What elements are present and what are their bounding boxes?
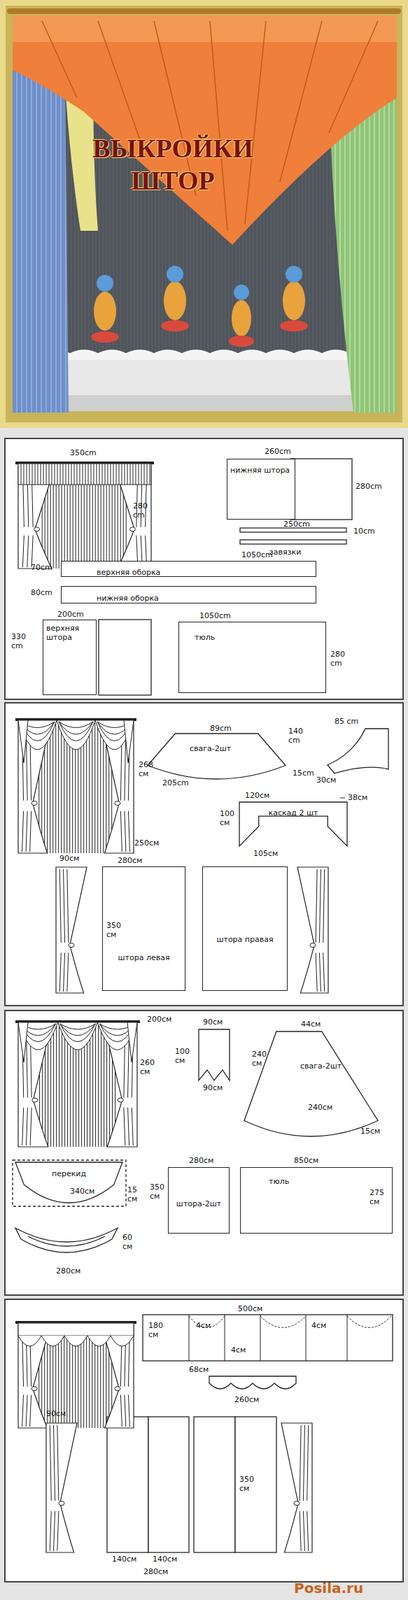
dimension-label: 200см [146,1016,172,1026]
pattern-piece: перекид [15,1163,123,1204]
dimension-label: 120см [244,792,270,802]
curtain-sketch [15,718,137,854]
pattern-piece: нижняя оборка [60,586,317,604]
pattern-piece: нижняя штора [226,459,296,520]
seam-lines [188,798,392,1362]
dimension-label: 180 см [148,1322,168,1341]
piece-name: каскад 2 шт [268,809,319,819]
dimension-label: 1050cm [199,612,231,622]
dimension-label: 280см [55,1268,81,1278]
piece-name: перекид [51,1170,87,1180]
piece-outline [147,734,286,780]
curtain-sketch [15,1021,140,1148]
curtain-sketch [15,1321,137,1430]
piece-name: штора правая [216,936,273,946]
dimension-label: 15см [360,1128,381,1138]
dimension-label: 4см [311,1322,327,1332]
dimension-label: 268 см [138,761,159,779]
pattern-panels [4,438,404,1584]
dimension-label: 260см [234,1396,259,1406]
dimension-label: 330 cm [11,633,33,651]
dimension-label: 250см [134,839,159,849]
piece-name: нижняя оборка [96,594,159,604]
dimension-label: 280см [117,857,143,867]
dimension-label: 250cm [283,520,311,530]
dimension-label: 280cm [355,482,383,492]
dimension-label: 200cm [57,610,84,621]
dimension-label: 350cm [69,449,97,459]
dimension-label: 260cm [264,447,292,457]
piece-name: нижняя штора [230,466,290,476]
dimension-label: 280см [188,1157,214,1167]
dimension-label: 105см [253,850,278,860]
piece-name: штора левая [117,954,170,964]
dimension-label: 90см [202,1018,223,1029]
dimension-label: 1050cm [241,551,273,561]
dimension-label: 205cm [162,779,189,789]
dimension-label: 44см [300,1021,321,1031]
dimension-label: 90см [46,1410,66,1420]
pattern-piece: штора-2шт [167,1168,230,1235]
piece-name: штора-2шт [176,1200,222,1211]
watermark: Posila.ru [293,1581,364,1598]
piece-name: верхняя оборка [96,568,161,579]
banner-photo [0,0,408,429]
dimension-label: 4см [230,1347,246,1357]
banner-title: ВЫКРОЙКИ ШТОР [78,132,268,197]
piece-name: тюль [194,634,215,644]
dimension-label: 89cm [209,725,232,735]
piece-outline [15,1163,123,1204]
pattern-pieces [12,459,393,1554]
pattern-piece: каскад 2 шт [239,802,348,847]
piece-name: свага-2шт [189,745,231,755]
pattern-piece: свага-2шт [147,734,286,780]
pattern-piece: верхняя оборка [60,561,317,578]
pattern-piece: верхняя штора [42,620,97,696]
dimension-label: 4см [195,1322,211,1332]
dimension-label: 500см [237,1305,263,1315]
dimension-label: 30см [316,776,336,786]
dimension-label: 100 см [174,1048,195,1066]
dimension-label: 280см [143,1569,168,1579]
dimension-label: 350 см [239,1476,259,1495]
dimension-label: завязки [269,548,301,558]
dimension-label: 350 см [149,1184,168,1202]
dimension-label: 68см [188,1366,209,1376]
dimension-label: 140см [111,1556,137,1566]
dimension-label: 90см [202,1084,223,1094]
piece-outline [244,1032,378,1138]
dimension-label: 70cm [30,564,53,574]
dimension-label: 140 cm [288,727,308,746]
dimension-label: 15cm [292,769,315,779]
dimension-label: 850см [293,1157,319,1167]
piece-name: верхняя штора [46,624,96,643]
dimension-label: 10cm [353,527,376,537]
dimension-label: 15 см [127,1186,143,1205]
dimension-label: 280 cm [330,650,352,669]
dimension-label: 240см [307,1104,333,1114]
dimension-label: 350 см [106,922,128,940]
dimension-label: 38см [347,794,368,804]
curtain-sketch [15,461,154,569]
dimension-label: 100 см [219,810,237,828]
dimension-label: 340см [69,1188,95,1198]
dimension-label: 80cm [30,589,53,599]
dimension-label: 140см [152,1556,178,1566]
piece-name: тюль [268,1178,290,1188]
dimension-label: 90см [59,855,80,865]
dimension-label: 60 см [122,1234,138,1252]
dimension-label: 275 см [369,1189,391,1208]
piece-name: свага-2шт [300,1063,342,1073]
dimension-label: 85 cm [334,718,359,728]
dimension-label: 260 см [139,1059,161,1078]
pattern-piece: штора правая [202,867,288,992]
pattern-piece: свага-2шт [244,1032,378,1138]
dimension-label: 240 см [251,1051,272,1069]
pattern-piece: тюль [178,622,327,694]
dimension-label: 280 cm [132,502,152,520]
